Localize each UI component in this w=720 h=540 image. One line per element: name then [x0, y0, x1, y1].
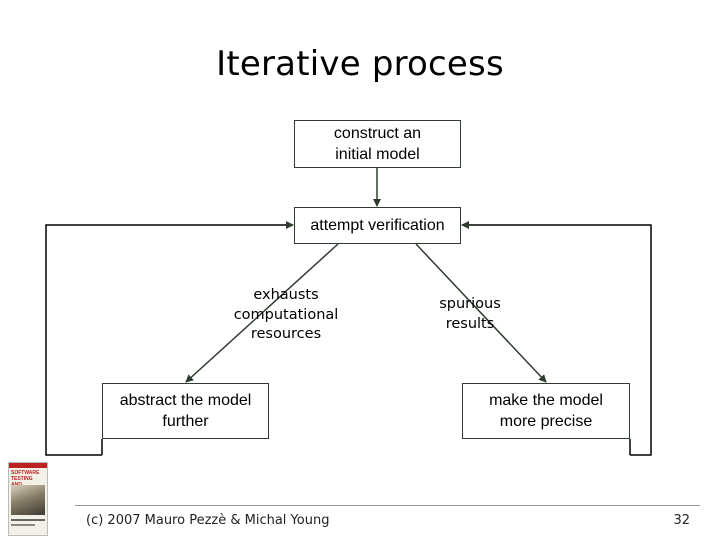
edge-label-exhausts-resources: exhausts computational resources	[233, 287, 339, 342]
book-cover-logo: SOFTWARE TESTINGAND ANALYSIS	[8, 462, 48, 536]
node-construct-initial-model: construct an initial model	[294, 120, 461, 168]
footer-copyright: (c) 2007 Mauro Pezzè & Michal Young	[86, 513, 330, 528]
book-cover-author-line	[11, 519, 45, 521]
page-number: 32	[673, 513, 690, 528]
node-abstract-model-further: abstract the model further	[102, 383, 269, 439]
book-cover-image	[11, 485, 45, 515]
slide-title: Iterative process	[216, 44, 504, 84]
node-make-model-more-precise: make the model more precise	[462, 383, 630, 439]
footer-divider	[75, 505, 700, 506]
book-cover-author-line-2	[11, 524, 35, 526]
node-attempt-verification: attempt verification	[294, 207, 461, 244]
arrow-attempt-to-abstract	[185, 243, 339, 383]
edge-label-spurious-results: spurious results	[439, 296, 501, 332]
loop-precise-to-attempt	[461, 221, 652, 456]
loop-abstract-to-attempt	[45, 221, 294, 456]
book-cover-band	[9, 463, 47, 468]
arrow-attempt-to-precise	[415, 243, 547, 383]
